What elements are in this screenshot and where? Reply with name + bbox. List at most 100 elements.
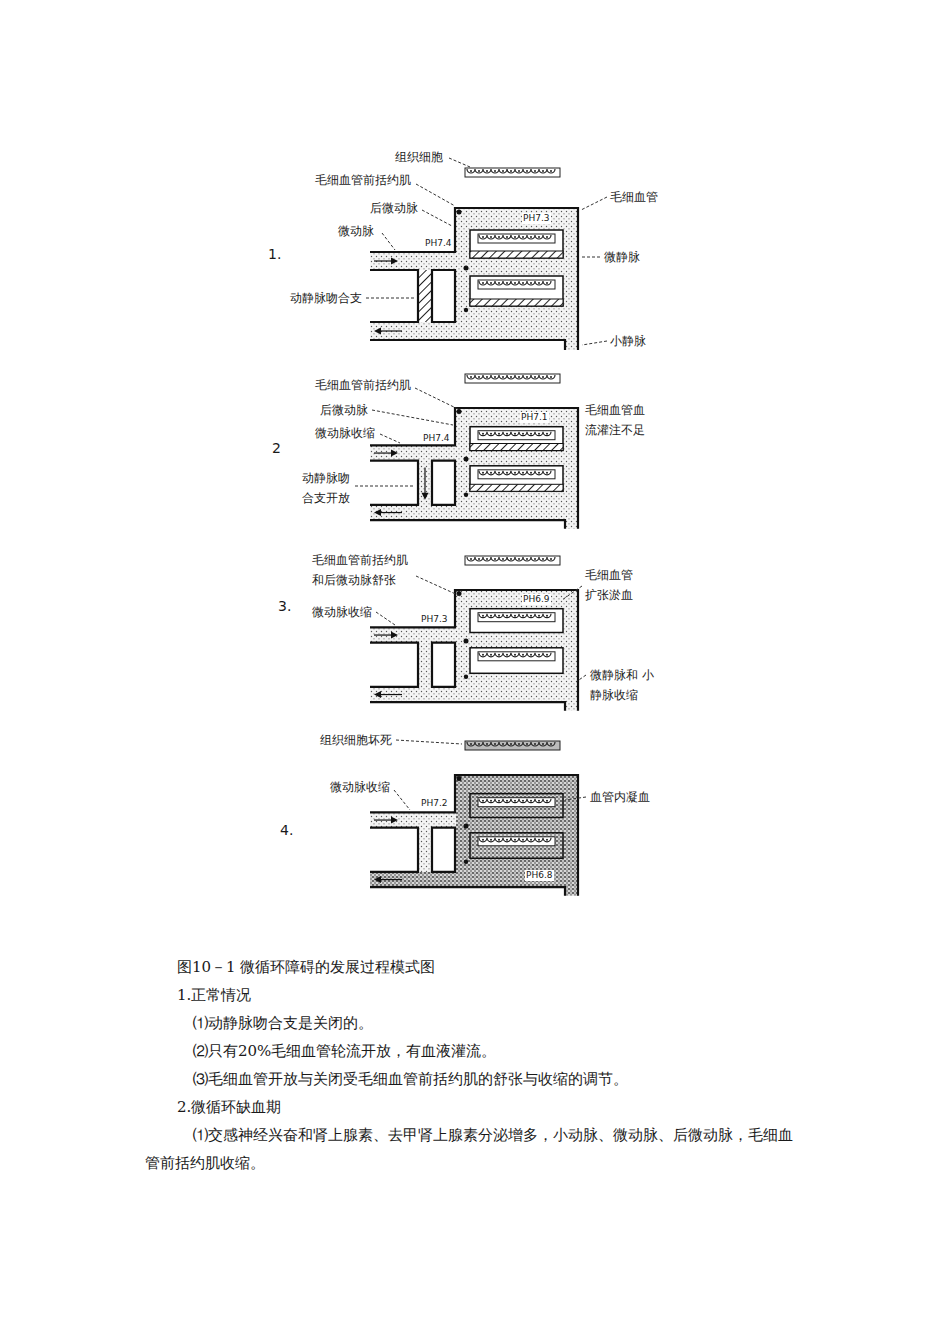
cell-nucleus — [550, 743, 552, 745]
ph-value: PH7.3 — [522, 213, 551, 224]
cell-nucleus — [494, 558, 496, 560]
leader-line — [582, 257, 600, 258]
cell-nucleus — [542, 743, 544, 745]
flow-arrow — [424, 468, 425, 494]
cell-nucleus — [498, 615, 500, 617]
body-text: 2.微循环缺血期 — [177, 1093, 281, 1121]
vessel-wall — [432, 461, 455, 505]
small-vein-channel — [565, 520, 578, 529]
small-vein-channel — [565, 702, 578, 711]
cell-nucleus — [506, 839, 508, 841]
venule-channel — [370, 505, 578, 520]
cell-row — [479, 471, 551, 475]
av-shunt — [418, 828, 432, 872]
cell-nucleus — [490, 800, 492, 802]
figure-caption: 图10－1 微循环障碍的发展过程模式图 — [177, 953, 435, 981]
precapillary-sphincter — [457, 210, 462, 215]
vessel-panel — [370, 374, 578, 529]
cell-nucleus — [538, 236, 540, 238]
capillary-bed — [455, 590, 578, 702]
vessel-wall — [370, 828, 418, 872]
part-label: 微动脉收缩 — [330, 780, 390, 794]
cell-nucleus — [530, 615, 532, 617]
ph-value: PH7.1 — [520, 412, 549, 423]
panel-number: 1. — [268, 246, 281, 263]
tissue-cells — [478, 280, 555, 289]
cell-nucleus — [518, 558, 520, 560]
cell-nucleus — [522, 236, 524, 238]
cell-nucleus — [506, 654, 508, 656]
part-label: 毛细血管前括约肌 — [315, 378, 411, 392]
leader-line — [581, 197, 607, 210]
part-label: 毛细血管血 流灌注不足 — [585, 400, 651, 440]
hatched-wall — [470, 299, 563, 306]
ph-value: PH7.2 — [420, 798, 449, 809]
arteriole-channel — [370, 252, 456, 270]
part-label: 动静脉吻 合支开放 — [302, 468, 354, 508]
ph-value: PH6.9 — [522, 594, 551, 605]
vessel-wall — [370, 340, 565, 350]
leader-line — [415, 388, 460, 410]
vessel-wall — [432, 270, 455, 322]
part-label: 组织细胞坏死 — [320, 733, 392, 747]
part-label: 微动脉 — [338, 224, 374, 238]
arteriole-channel — [370, 445, 456, 460]
leader-line — [416, 184, 455, 206]
panel-number: 3. — [278, 598, 291, 615]
leader-line — [565, 797, 586, 800]
vessel-panel — [370, 741, 578, 896]
leader-line — [355, 486, 414, 487]
cell-nucleus — [486, 170, 488, 172]
arteriole-channel — [370, 627, 456, 642]
panel-number: 2 — [272, 440, 281, 457]
cell-nucleus — [522, 654, 524, 656]
cell-nucleus — [526, 376, 528, 378]
body-text: ⑴动静脉吻合支是关闭的。 — [193, 1009, 373, 1037]
cell-nucleus — [494, 743, 496, 745]
body-text: ⑵只有20%毛细血管轮流开放，有血液灌流。 — [193, 1037, 496, 1065]
vessel-panel — [370, 556, 578, 711]
cell-nucleus — [538, 654, 540, 656]
cell-nucleus — [546, 433, 548, 435]
precapillary-sphincter — [457, 776, 462, 781]
tissue-island — [470, 833, 563, 859]
leader-line — [394, 790, 410, 810]
cell-nucleus — [498, 472, 500, 474]
cell-nucleus — [522, 433, 524, 435]
cell-nucleus — [510, 376, 512, 378]
body-text: ⑶毛细血管开放与关闭受毛细血管前括约肌的舒张与收缩的调节。 — [193, 1065, 628, 1093]
cell-nucleus — [514, 472, 516, 474]
cell-nucleus — [502, 170, 504, 172]
tissue-island — [470, 427, 563, 451]
precapillary-sphincter — [464, 493, 468, 497]
cell-nucleus — [470, 743, 472, 745]
cell-nucleus — [530, 839, 532, 841]
cell-nucleus — [514, 800, 516, 802]
cell-nucleus — [522, 800, 524, 802]
vessel-wall — [370, 643, 418, 687]
part-label: 动静脉吻合支 — [290, 291, 362, 305]
flow-arrowhead — [391, 632, 398, 639]
ph-value: PH7.4 — [422, 433, 451, 444]
cell-nucleus — [534, 743, 536, 745]
cell-nucleus — [506, 615, 508, 617]
hatched-wall — [470, 251, 563, 258]
cell-nucleus — [506, 800, 508, 802]
cell-nucleus — [546, 615, 548, 617]
part-label: 组织细胞 — [395, 150, 443, 164]
leader-line — [376, 612, 395, 625]
tissue-cells — [478, 470, 555, 479]
cell-nucleus — [526, 170, 528, 172]
tissue-cells — [478, 234, 555, 243]
cell-nucleus — [514, 236, 516, 238]
part-label: 后微动脉 — [320, 403, 368, 417]
cell-nucleus — [498, 236, 500, 238]
cell-nucleus — [494, 170, 496, 172]
flow-arrowhead — [422, 493, 429, 500]
ph-value: PH7.3 — [420, 614, 449, 625]
tissue-cell-strip — [465, 168, 560, 177]
cell-nucleus — [470, 376, 472, 378]
cell-nucleus — [506, 433, 508, 435]
part-label: 微动脉收缩 — [312, 605, 372, 619]
cell-nucleus — [546, 654, 548, 656]
